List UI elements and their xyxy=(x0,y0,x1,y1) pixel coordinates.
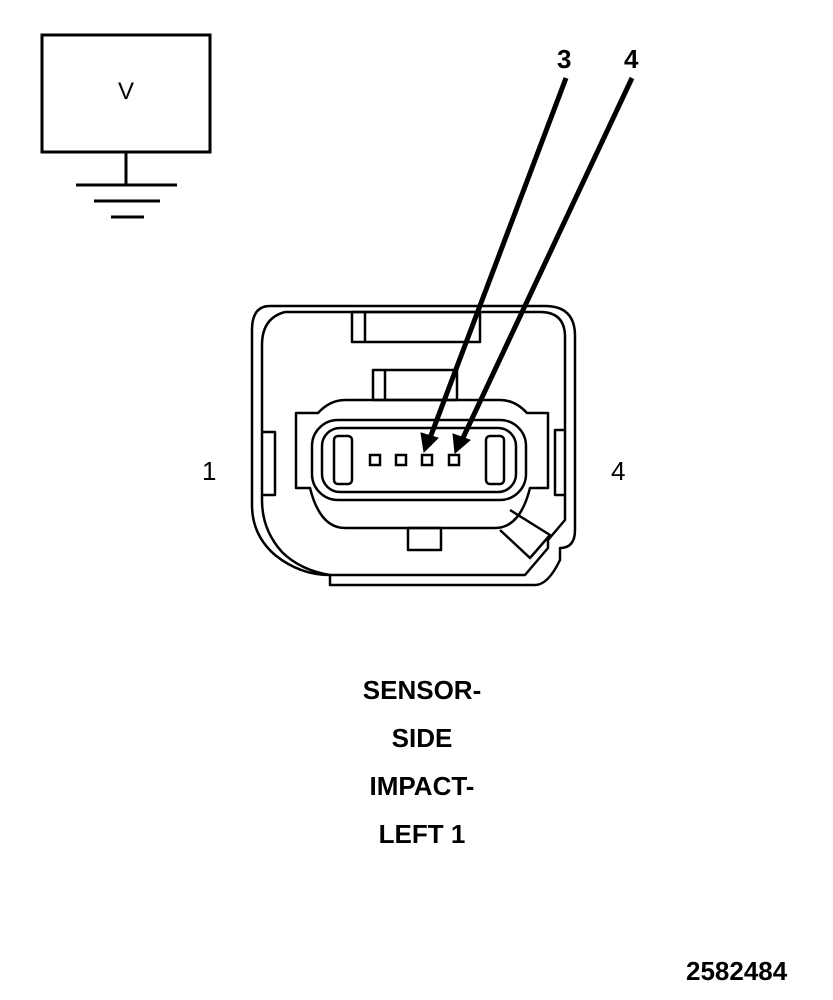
pin-label-4-top: 4 xyxy=(624,44,639,74)
voltmeter xyxy=(40,33,212,184)
pin-label-4-side: 4 xyxy=(611,456,626,486)
cavity-2 xyxy=(394,453,408,467)
title-line-3: IMPACT- xyxy=(369,771,475,801)
connector-housing xyxy=(250,304,577,587)
title-line-4: LEFT 1 xyxy=(378,819,466,849)
cavity-4 xyxy=(447,453,461,467)
ground-symbol xyxy=(76,183,177,219)
arrow-head-3 xyxy=(420,432,439,454)
title-line-2: SIDE xyxy=(391,723,453,753)
title-line-1: SENSOR- xyxy=(362,675,482,705)
leader-arrows xyxy=(420,76,635,455)
cavity-3 xyxy=(420,453,434,467)
arrow-head-4 xyxy=(452,433,471,455)
figure-number: 2582484 xyxy=(686,956,788,986)
voltmeter-symbol: V xyxy=(118,78,135,105)
pin-label-3: 3 xyxy=(557,44,572,74)
cavity-1 xyxy=(368,453,382,467)
pin-label-1: 1 xyxy=(202,456,217,486)
terminal-cavities xyxy=(368,453,461,467)
